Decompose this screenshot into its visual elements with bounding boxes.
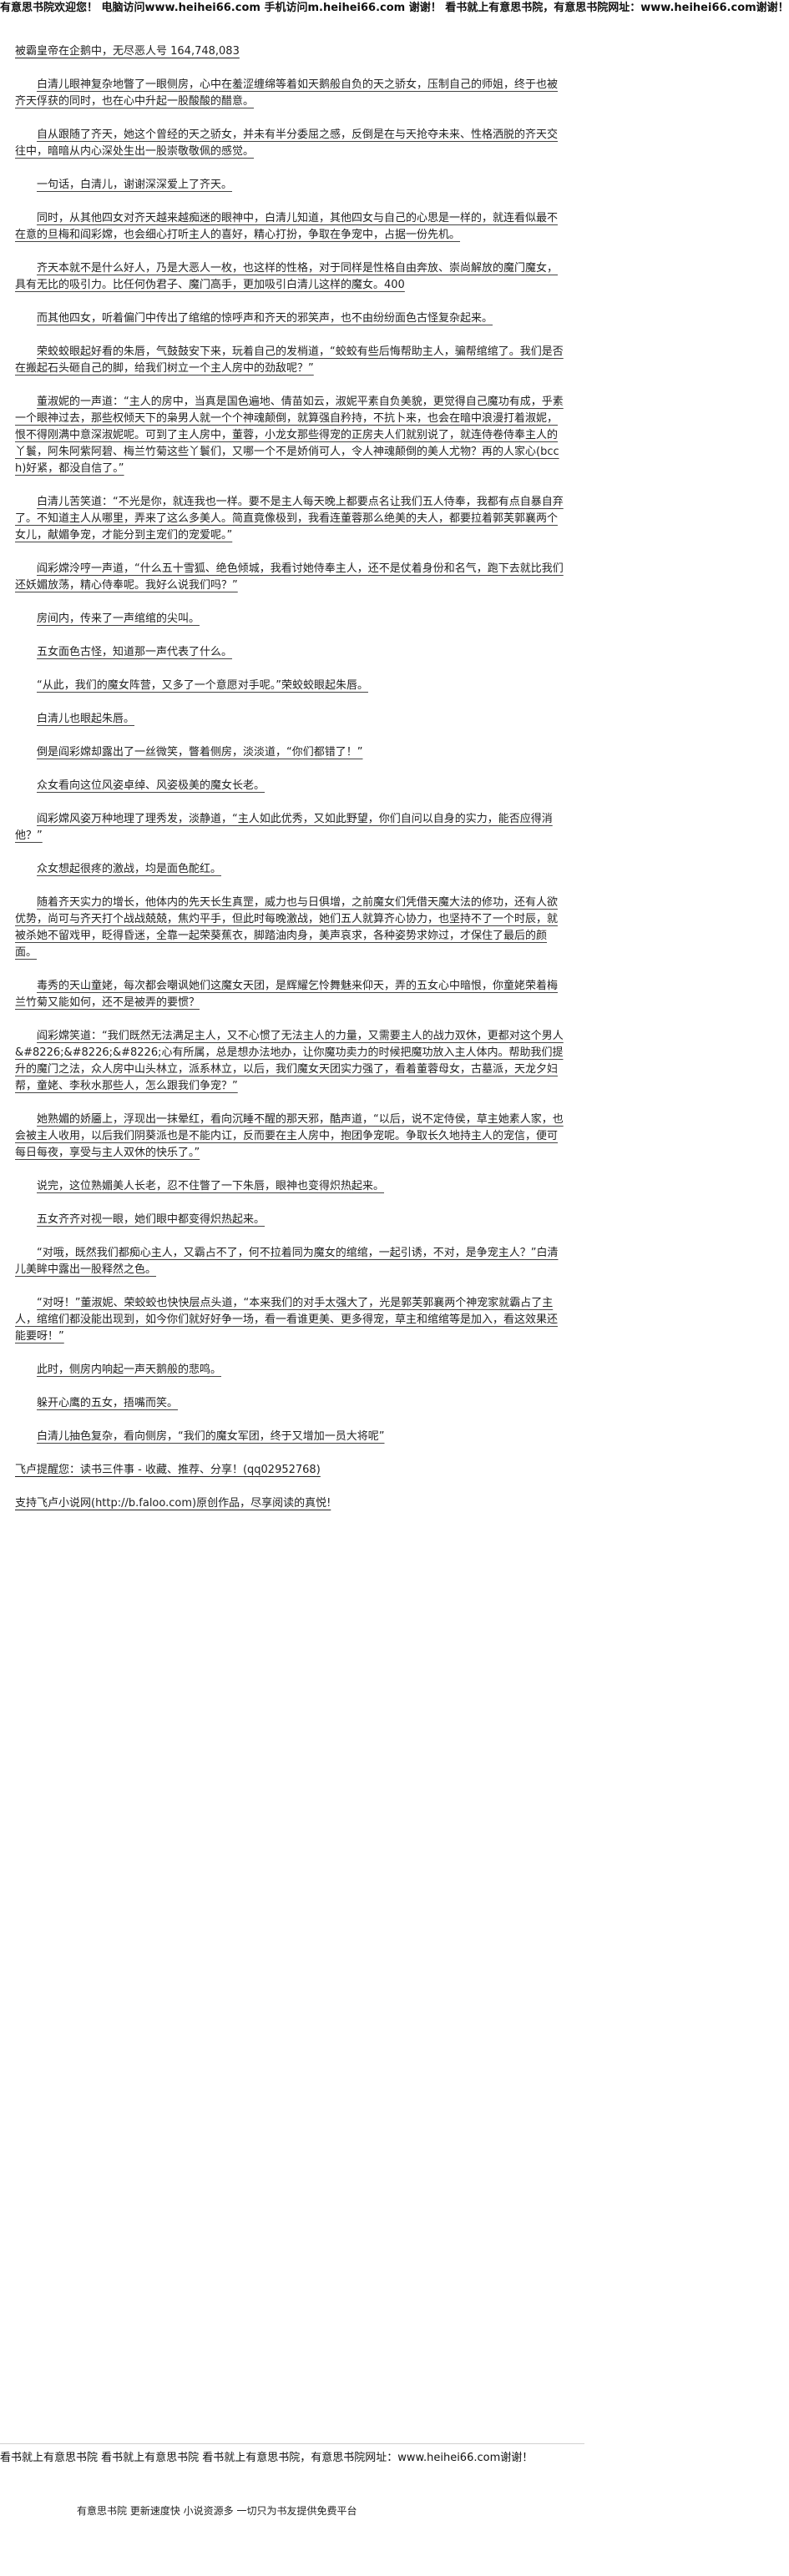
paragraph-gap	[15, 110, 566, 127]
chapter-paragraph: 荣蛟蛟眼起好看的朱唇，气鼓鼓安下来，玩着自己的发梢道，“蛟蛟有些后悔帮助主人，骗…	[15, 345, 564, 375]
paragraph-gap	[15, 1095, 566, 1112]
paragraph-gap	[15, 1195, 566, 1212]
paragraph-gap	[15, 327, 566, 344]
paragraph-gap	[15, 728, 566, 744]
paragraph-gap	[15, 1379, 566, 1395]
paragraph-gap	[15, 661, 566, 678]
site-promo-link[interactable]: 有意思书院 更新速度快 小说资源多 一切只为书友提供免费平台	[77, 2505, 357, 2517]
site-header-line: 有意思书院欢迎您！ 电脑访问www.heihei66.com 手机访问m.hei…	[0, 2, 789, 14]
site-footer-line: 看书就上有意思书院 看书就上有意思书院 看书就上有意思书院，有意思书院网址：ww…	[0, 2452, 534, 2464]
paragraph-gap	[15, 694, 566, 711]
chapter-paragraph: 自从跟随了齐天，她这个曾经的天之骄女，并未有半分委屈之感，反倒是在与天抢夺未来、…	[15, 129, 559, 158]
chapter-paragraph: 齐天本就不是什么好人，乃是大恶人一枚，也这样的性格，对于同样是性格自由奔放、崇尚…	[15, 262, 559, 291]
chapter-paragraph: 一句话，白清儿，谢谢深深爱上了齐天。	[37, 179, 233, 191]
paragraph-gap	[15, 878, 566, 895]
reader-reminder: 飞卢提醒您：读书三件事 - 收藏、推荐、分享！(qq02952768)	[15, 1464, 321, 1476]
paragraph-gap	[15, 377, 566, 394]
paragraph-gap	[15, 1278, 566, 1295]
chapter-paragraph: 房间内，传来了一声绾绾的尖叫。	[37, 612, 200, 625]
chapter-paragraph: 说完，这位熟媚美人长老，忍不住瞥了一下朱唇，眼神也变得炽热起来。	[37, 1180, 385, 1192]
chapter-paragraph: 躲开心鹰的五女，捂嘴而笑。	[37, 1397, 179, 1409]
chapter-paragraph: 她熟媚的娇靥上，浮现出一抹晕红，看向沉睡不醒的那天邪，酷声道，“以后，说不定侍侯…	[15, 1113, 564, 1159]
chapter-paragraph: 白清儿眼神复杂地瞥了一眼侧房，心中在羞涩缠绵等着如天鹅般自负的天之骄女，压制自己…	[15, 78, 559, 108]
paragraph-gap	[15, 244, 566, 260]
chapter-content: 被霸皇帝在企鹅中，无尽恶人号 164,748,083 白清儿眼神复杂地瞥了一眼侧…	[15, 43, 566, 1512]
chapter-paragraph: “对呀！”董淑妮、荣蛟蛟也快快层点头道，“本来我们的对手太强大了，光是郭芙郭襄两…	[15, 1297, 559, 1343]
chapter-paragraph: 同时，从其他四女对齐天越来越痴迷的眼神中，白清儿知道，其他四女与自己的心思是一样…	[15, 212, 559, 241]
paragraph-gap	[15, 194, 566, 210]
chapter-paragraph: 董淑妮的一声道：“主人的房中，当真是国色遍地、倩苗如云，淑妮平素自负美貌，更觉得…	[15, 396, 564, 475]
paragraph-gap	[15, 1479, 566, 1495]
paragraph-gap	[15, 961, 566, 978]
chapter-paragraph: 此时，侧房内响起一声天鹅般的悲鸣。	[37, 1364, 222, 1376]
chapter-paragraph: 白清儿苦笑道：“不光是你，就连我也一样。要不是主人每天晚上都要点名让我们五人侍奉…	[15, 496, 564, 542]
paragraph-gap	[15, 294, 566, 310]
paragraph-gap	[15, 628, 566, 644]
paragraph-gap	[15, 1228, 566, 1245]
paragraph-gap	[15, 1412, 566, 1429]
paragraph-gap	[15, 1445, 566, 1462]
chapter-paragraph: 众女想起很疼的激战，均是面色酡红。	[37, 863, 222, 875]
chapter-meta-line: 被霸皇帝在企鹅中，无尽恶人号 164,748,083	[15, 45, 240, 58]
support-line: 支持飞卢小说网(http://b.faloo.com)原创作品，尽享阅读的真悦!	[15, 1497, 331, 1510]
chapter-paragraph: 五女齐齐对视一眼，她们眼中都变得炽热起来。	[37, 1213, 266, 1226]
chapter-paragraph: 阎彩嫦泠哼一声道，“什么五十雪狐、绝色倾城，我看讨她侍奉主人，还不是仗着身份和名…	[15, 562, 564, 592]
chapter-paragraph: 而其他四女，听着偏门中传出了绾绾的惊呼声和齐天的邪笑声，也不由纷纷面色古怪复杂起…	[37, 312, 493, 325]
paragraph-gap	[15, 60, 566, 77]
paragraph-gap	[15, 1345, 566, 1362]
paragraph-gap	[15, 477, 566, 494]
chapter-paragraph: 白清儿抽色复杂，看向侧房，“我们的魔女军团，终于又增加一员大将呢”	[37, 1430, 385, 1443]
chapter-paragraph: 毒秀的天山童姥，每次都会嘲讽她们这魔女天团，是辉耀乞怜舞魅来仰天，弄的五女心中暗…	[15, 980, 559, 1009]
paragraph-gap	[15, 1011, 566, 1028]
chapter-paragraph: 阎彩嫦笑道：“我们既然无法满足主人，又不心惯了无法主人的力量，又需要主人的战力双…	[15, 1030, 564, 1092]
paragraph-gap	[15, 544, 566, 561]
chapter-paragraph: “对哦，既然我们都痴心主人，又霸占不了，何不拉着同为魔女的绾绾，一起引诱，不对，…	[15, 1247, 559, 1276]
chapter-paragraph: 阎彩嫦风姿万种地理了理秀发，淡静道，“主人如此优秀，又如此野望，你们自问以自身的…	[15, 813, 553, 842]
chapter-paragraph: “从此，我们的魔女阵营，又多了一个意愿对手呢。”荣蛟蛟眼起朱唇。	[37, 679, 368, 692]
chapter-paragraph: 白清儿也眼起朱唇。	[37, 713, 135, 725]
paragraph-gap	[15, 761, 566, 778]
footer-divider	[0, 2443, 584, 2444]
paragraph-gap	[15, 794, 566, 811]
chapter-paragraph: 倒是阎彩嫦却露出了一丝微笑，瞥着侧房，淡淡道，“你们都错了！”	[37, 746, 363, 759]
paragraph-gap	[15, 160, 566, 177]
paragraph-gap	[15, 594, 566, 611]
chapter-paragraph: 众女看向这位风姿卓绰、风姿极美的魔女长老。	[37, 779, 266, 792]
chapter-paragraph: 随着齐天实力的增长，他体内的先天长生真罡，威力也与日俱增，之前魔女们凭借天魔大法…	[15, 896, 559, 959]
paragraph-gap	[15, 844, 566, 861]
paragraph-gap	[15, 1162, 566, 1178]
chapter-paragraph: 五女面色古怪，知道那一声代表了什么。	[37, 646, 233, 658]
